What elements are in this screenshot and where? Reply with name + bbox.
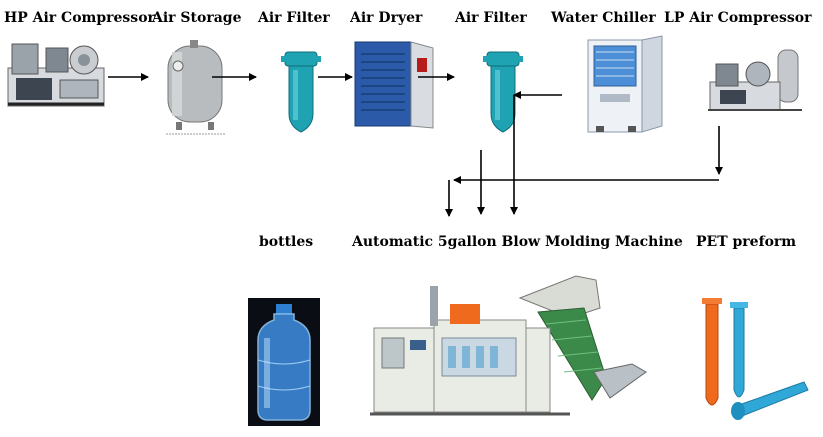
label-air-storage: Air Storage — [152, 10, 242, 26]
lp-air-compressor-icon — [708, 49, 802, 111]
air-filter-icon — [281, 51, 321, 133]
label-bottles: bottles — [259, 234, 314, 250]
label-air-dryer: Air Dryer — [350, 10, 423, 26]
label-lp-air-compressor: LP Air Compressor — [664, 10, 812, 26]
label-hp-air-compressor: HP Air Compressor — [4, 10, 155, 26]
label-water-chiller: Water Chiller — [551, 10, 656, 26]
label-pet-preform: PET preform — [696, 234, 797, 250]
air-storage-tank-icon — [166, 40, 226, 135]
hp-air-compressor-icon — [7, 43, 105, 107]
water-chiller-icon — [587, 35, 663, 133]
air-filter-icon — [483, 51, 523, 133]
label-air-filter-2: Air Filter — [455, 10, 527, 26]
water-bottle-icon — [248, 298, 320, 426]
blow-molding-machine-icon — [370, 275, 647, 416]
air-dryer-icon — [354, 41, 434, 129]
label-blow-molding-machine: Automatic 5gallon Blow Molding Machine — [352, 234, 683, 250]
label-air-filter-1: Air Filter — [258, 10, 330, 26]
pet-preform-icon — [702, 298, 809, 420]
